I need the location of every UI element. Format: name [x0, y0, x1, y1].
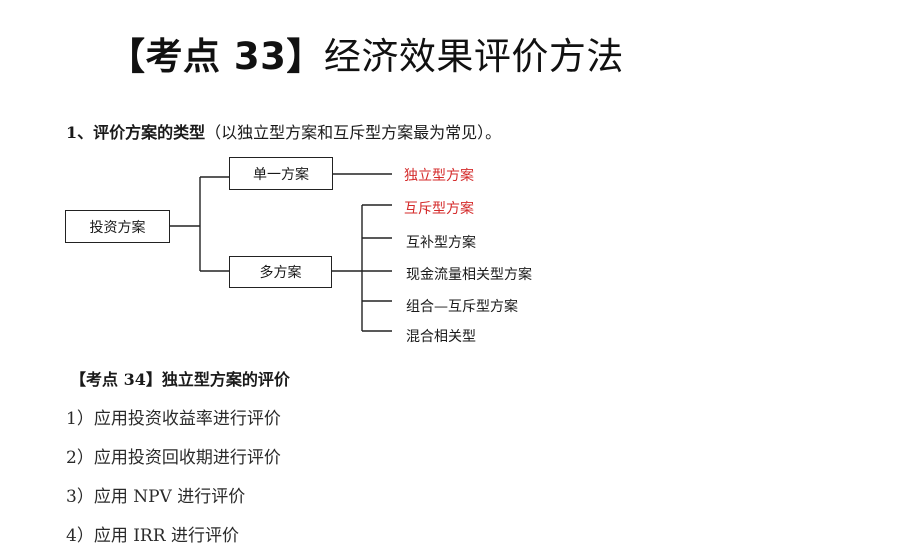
section-1-heading: 1、评价方案的类型（以独立型方案和互斥型方案最为常见）。 [66, 119, 501, 143]
leaf-mixed-related: 混合相关型 [406, 329, 476, 345]
list-item: 3）应用 NPV 进行评价 [66, 487, 246, 507]
list-item: 4）应用 IRR 进行评价 [66, 526, 239, 546]
leaf-cashflow-related-plan: 现金流量相关型方案 [406, 267, 532, 283]
section-2-heading: 【考点 34】独立型方案的评价 [70, 370, 290, 389]
title-rest: 经济效果评价方法 [323, 35, 624, 78]
section-1-note: （以独立型方案和互斥型方案最为常见）。 [205, 123, 502, 142]
page-title: 【考点 33】经济效果评价方法 [108, 26, 624, 80]
list-item: 1）应用投资收益率进行评价 [66, 409, 281, 429]
node-single-plan: 单一方案 [229, 157, 333, 190]
section-1-title: 1、评价方案的类型 [66, 123, 206, 142]
node-multi-plan: 多方案 [229, 256, 332, 288]
leaf-mutually-exclusive-plan: 互斥型方案 [404, 201, 474, 217]
list-item: 2）应用投资回收期进行评价 [66, 448, 281, 468]
leaf-complementary-plan: 互补型方案 [406, 235, 476, 251]
leaf-combination-exclusive-plan: 组合—互斥型方案 [406, 299, 518, 315]
node-root-investment-plan: 投资方案 [65, 210, 170, 243]
title-bracketed: 【考点 33】 [108, 35, 324, 78]
leaf-independent-plan: 独立型方案 [404, 168, 474, 184]
